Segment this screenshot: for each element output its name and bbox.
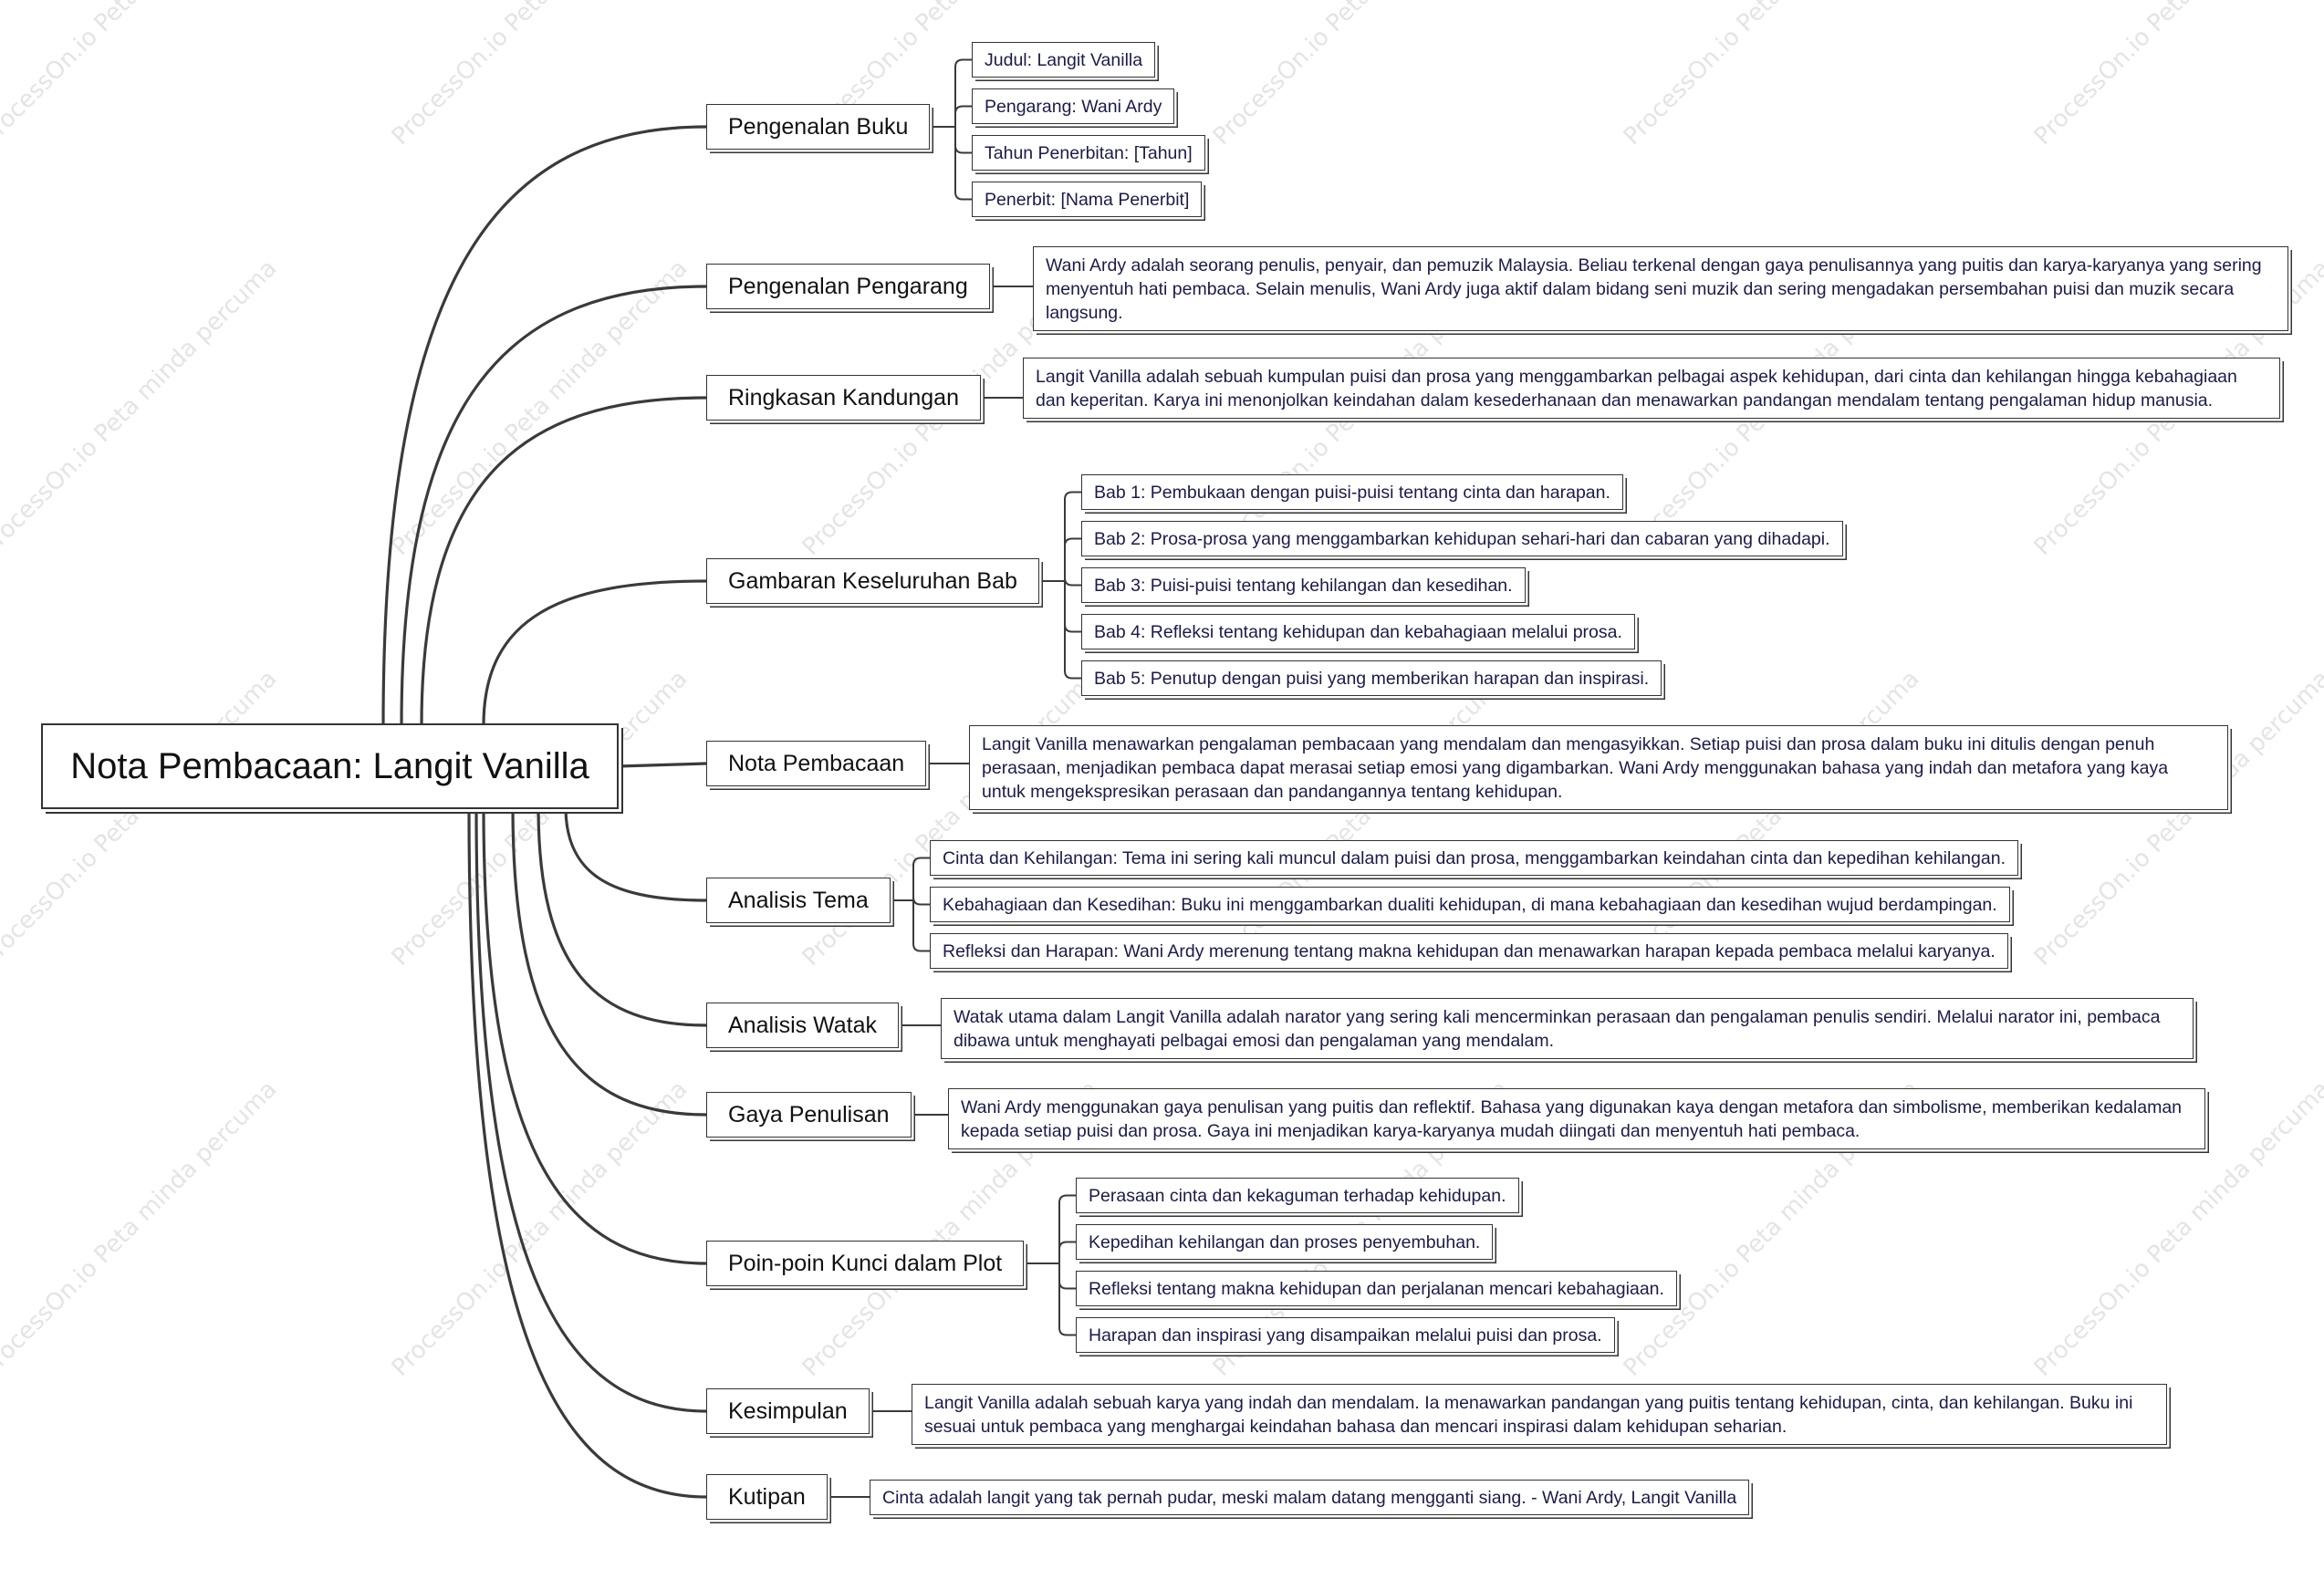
leaf-plot-2[interactable]: Kepedihan kehilangan dan proses penyembu…: [1076, 1224, 1494, 1260]
leaf-pengarang[interactable]: Pengarang: Wani Ardy: [972, 88, 1175, 124]
leaf-plot-4[interactable]: Harapan dan inspirasi yang disampaikan m…: [1076, 1317, 1615, 1353]
branch-analisis-tema[interactable]: Analisis Tema: [706, 878, 891, 923]
branch-analisis-watak[interactable]: Analisis Watak: [706, 1003, 900, 1048]
branch-gaya-penulisan[interactable]: Gaya Penulisan: [706, 1092, 912, 1138]
leaf-gaya-penulisan-text[interactable]: Wani Ardy menggunakan gaya penulisan yan…: [948, 1088, 2205, 1149]
leaf-pengenalan-pengarang-text[interactable]: Wani Ardy adalah seorang penulis, penyai…: [1033, 246, 2288, 331]
leaf-tema-kebahagiaan[interactable]: Kebahagiaan dan Kesedihan: Buku ini meng…: [930, 887, 2010, 922]
connector: [1058, 1194, 1077, 1264]
connector: [474, 805, 708, 1413]
branch-kesimpulan[interactable]: Kesimpulan: [706, 1388, 870, 1434]
connector: [1058, 1262, 1077, 1290]
leaf-plot-1[interactable]: Perasaan cinta dan kekaguman terhadap ke…: [1076, 1178, 1519, 1213]
branch-ringkasan-kandungan[interactable]: Ringkasan Kandungan: [706, 375, 981, 421]
connector: [1064, 580, 1082, 633]
connector: [1058, 1241, 1077, 1264]
connector: [954, 126, 973, 154]
connector: [954, 105, 973, 128]
branch-gambaran-keseluruhan-bab[interactable]: Gambaran Keseluruhan Bab: [706, 558, 1039, 604]
connector: [400, 285, 708, 727]
leaf-penerbit[interactable]: Penerbit: [Nama Penerbit]: [972, 182, 1203, 217]
connector: [511, 805, 708, 1117]
connector: [617, 762, 708, 768]
connector: [954, 58, 973, 128]
connector: [564, 805, 708, 902]
leaf-bab-5[interactable]: Bab 5: Penutup dengan puisi yang memberi…: [1081, 660, 1662, 696]
leaf-bab-3[interactable]: Bab 3: Puisi-puisi tentang kehilangan da…: [1081, 567, 1526, 603]
branch-nota-pembacaan[interactable]: Nota Pembacaan: [706, 741, 927, 786]
connector: [1064, 580, 1082, 680]
connector: [1058, 1262, 1077, 1336]
connector: [482, 805, 708, 1265]
connector: [420, 396, 708, 727]
connector: [912, 857, 931, 901]
branch-pengenalan-pengarang[interactable]: Pengenalan Pengarang: [706, 264, 990, 309]
connector: [912, 899, 931, 952]
leaf-tahun-penerbitan[interactable]: Tahun Penerbitan: [Tahun]: [972, 135, 1205, 171]
root-node[interactable]: Nota Pembacaan: Langit Vanilla: [41, 723, 619, 809]
leaf-tema-refleksi[interactable]: Refleksi dan Harapan: Wani Ardy merenung…: [930, 933, 2008, 969]
connector: [1064, 577, 1082, 587]
leaf-tema-cinta[interactable]: Cinta dan Kehilangan: Tema ini sering ka…: [930, 840, 2018, 876]
connector: [912, 897, 931, 906]
leaf-nota-pembacaan-text[interactable]: Langit Vanilla menawarkan pengalaman pem…: [969, 725, 2228, 810]
leaf-bab-1[interactable]: Bab 1: Pembukaan dengan puisi-puisi tent…: [1081, 474, 1623, 510]
leaf-bab-4[interactable]: Bab 4: Refleksi tentang kehidupan dan ke…: [1081, 614, 1635, 649]
leaf-plot-3[interactable]: Refleksi tentang makna kehidupan dan per…: [1076, 1271, 1677, 1306]
branch-poin-kunci-plot[interactable]: Poin-poin Kunci dalam Plot: [706, 1241, 1025, 1286]
connector: [467, 805, 708, 1499]
connector: [1064, 491, 1082, 582]
leaf-judul[interactable]: Judul: Langit Vanilla: [972, 42, 1156, 78]
leaf-kutipan-text[interactable]: Cinta adalah langit yang tak pernah puda…: [870, 1480, 1750, 1515]
leaf-kesimpulan-text[interactable]: Langit Vanilla adalah sebuah karya yang …: [912, 1384, 2167, 1445]
connector: [954, 126, 973, 201]
connector: [482, 579, 708, 727]
connector: [381, 125, 708, 727]
branch-pengenalan-buku[interactable]: Pengenalan Buku: [706, 104, 931, 150]
leaf-ringkasan-kandungan-text[interactable]: Langit Vanilla adalah sebuah kumpulan pu…: [1023, 358, 2280, 419]
connector: [537, 805, 708, 1027]
branch-kutipan[interactable]: Kutipan: [706, 1474, 828, 1520]
connector: [1064, 537, 1082, 582]
leaf-bab-2[interactable]: Bab 2: Prosa-prosa yang menggambarkan ke…: [1081, 521, 1843, 556]
leaf-analisis-watak-text[interactable]: Watak utama dalam Langit Vanilla adalah …: [941, 998, 2194, 1059]
